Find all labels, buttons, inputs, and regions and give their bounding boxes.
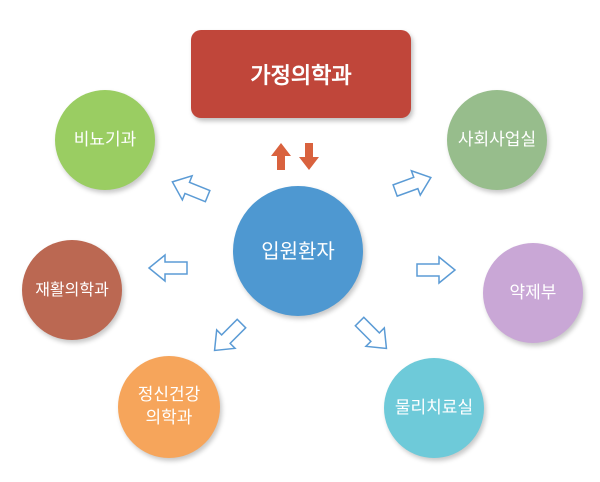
arrow-to-psychiatry-icon (204, 313, 252, 361)
physical-therapy-label: 물리치료실 (394, 397, 474, 418)
family-medicine-label: 가정의학과 (250, 64, 352, 89)
inpatient-label: 입원환자 (261, 238, 335, 263)
pharmacy-circle: 약제부 (483, 243, 583, 343)
arrow-to-rehab-icon (148, 254, 188, 282)
arrow-to-social-work-icon (389, 164, 437, 204)
rehabilitation-circle: 재활의학과 (22, 240, 122, 340)
psychiatry-label-line2: 의학과 (145, 408, 193, 428)
urology-circle: 비뇨기과 (55, 90, 155, 190)
inpatient-circle: 입원환자 (233, 186, 363, 316)
urology-label: 비뇨기과 (73, 129, 137, 150)
pharmacy-label: 약제부 (509, 282, 557, 303)
psychiatry-label-line1: 정신건강 (137, 385, 201, 406)
rehabilitation-label: 재활의학과 (35, 280, 109, 300)
psychiatry-circle: 정신건강 의학과 (118, 356, 220, 458)
up-arrow-icon (271, 143, 291, 170)
psychiatry-label: 정신건강 의학과 (122, 384, 217, 430)
arrow-to-pharmacy-icon (416, 256, 456, 284)
down-arrow-icon (299, 143, 319, 170)
physical-therapy-circle: 물리치료실 (384, 358, 484, 458)
social-work-label: 사회사업실 (457, 129, 537, 150)
family-medicine-box: 가정의학과 (191, 30, 411, 118)
arrow-to-physical-therapy-icon (349, 311, 397, 359)
social-work-circle: 사회사업실 (447, 90, 547, 190)
arrow-to-urology-icon (166, 169, 214, 209)
